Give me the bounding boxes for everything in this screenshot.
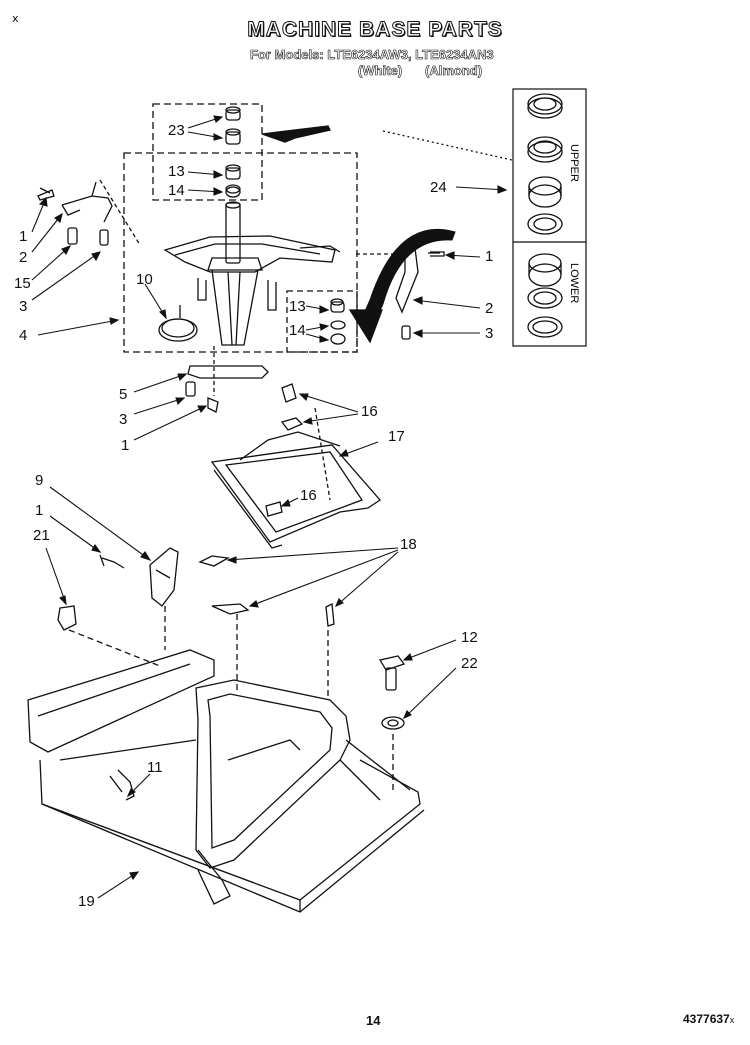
callout-2-left: 2 xyxy=(19,249,28,266)
callout-9: 9 xyxy=(35,472,44,489)
big-arrow-left xyxy=(261,125,331,143)
callout-5: 5 xyxy=(119,386,128,403)
inset-dotted-leader xyxy=(382,130,513,161)
document-number-value: 4377637 xyxy=(683,1012,730,1026)
upper-rings xyxy=(527,93,563,235)
callout-3-right: 3 xyxy=(485,325,494,342)
callout-1-lower: 1 xyxy=(35,502,44,519)
page-number: 14 xyxy=(366,1013,381,1028)
callout-23: 23 xyxy=(168,122,185,139)
frame-17-assembly xyxy=(210,383,381,549)
callout-1-right: 1 xyxy=(485,248,494,265)
corner-mark: x xyxy=(12,12,19,25)
bracket-9-parts xyxy=(57,547,179,667)
callout-16-lower: 16 xyxy=(300,487,317,504)
callout-2-right: 2 xyxy=(485,300,494,317)
central-spider-assembly xyxy=(163,201,341,346)
callout-22: 22 xyxy=(461,655,478,672)
right-box-parts xyxy=(330,298,346,345)
bearing-inset-box xyxy=(512,88,587,347)
callout-11: 11 xyxy=(147,759,163,776)
callout-13-right: 13 xyxy=(289,298,306,315)
callout-3-center: 3 xyxy=(119,411,128,428)
callout-15: 15 xyxy=(14,275,31,292)
callout-1-center: 1 xyxy=(121,437,130,454)
document-number: 4377637x xyxy=(683,1012,734,1026)
top-bearing-dashed-box xyxy=(152,103,263,201)
callout-10: 10 xyxy=(136,271,153,288)
clips-18 xyxy=(198,555,335,700)
bolt-and-washer xyxy=(378,655,406,790)
right-bracket-parts xyxy=(356,239,445,340)
callout-13-top: 13 xyxy=(168,163,185,180)
callout-leaders xyxy=(31,115,508,899)
callout-18: 18 xyxy=(400,536,417,553)
document-number-suffix: x xyxy=(729,1015,735,1025)
inset-lower-label: LOWER xyxy=(568,263,580,303)
callout-3-left: 3 xyxy=(19,298,28,315)
callout-1-left: 1 xyxy=(19,228,28,245)
color-white-label: (White) xyxy=(358,63,403,79)
color-almond-label: (Almond) xyxy=(425,63,483,79)
bottom-spider-parts xyxy=(185,346,269,413)
callout-17: 17 xyxy=(388,428,405,445)
models-line: For Models: LTE6234AW3, LTE6234AN3 xyxy=(250,47,494,63)
page-title: MACHINE BASE PARTS xyxy=(247,18,503,42)
top-stack-parts xyxy=(225,106,241,198)
ring-part-10-inner xyxy=(161,318,195,338)
callout-12: 12 xyxy=(461,629,478,646)
callout-4: 4 xyxy=(19,327,28,344)
big-curved-arrowhead xyxy=(348,309,383,344)
lower-rings xyxy=(527,253,563,338)
callout-14-right: 14 xyxy=(289,322,306,339)
callout-16-top: 16 xyxy=(361,403,378,420)
callout-24: 24 xyxy=(430,179,447,196)
main-assembly-dashed-box xyxy=(123,152,358,353)
machine-base-frame xyxy=(27,649,425,913)
callout-19: 19 xyxy=(78,893,95,910)
callout-21: 21 xyxy=(33,527,50,544)
inset-upper-label: UPPER xyxy=(568,144,580,182)
left-bracket-parts xyxy=(37,179,141,246)
callout-14-top: 14 xyxy=(168,182,185,199)
